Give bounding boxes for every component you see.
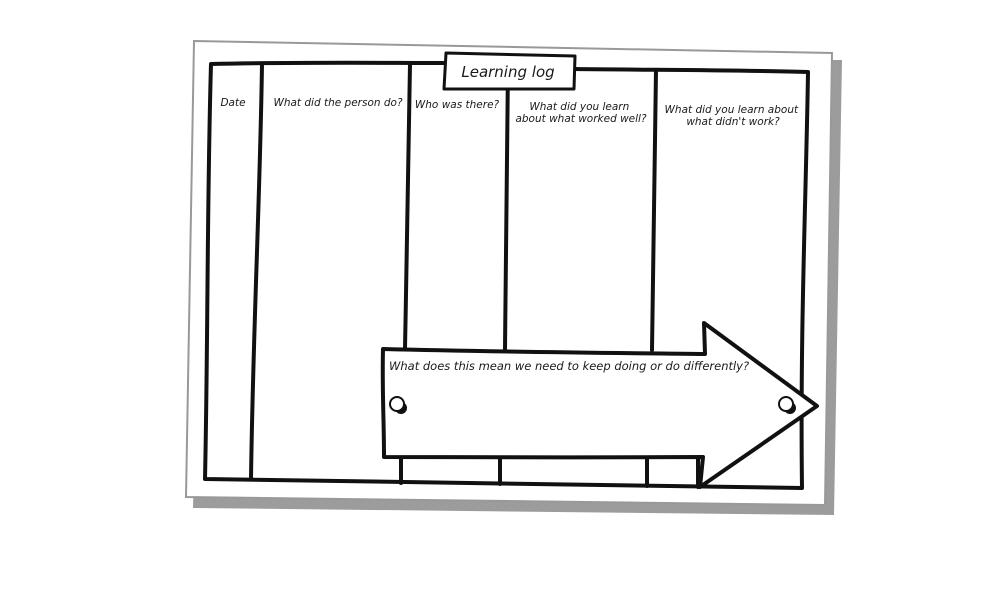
- column-divider-1: [249, 62, 264, 481]
- column-divider-2: [403, 62, 412, 350]
- title-box: [442, 51, 577, 91]
- column-header-didnt: What did you learn about what didn't wor…: [665, 104, 802, 128]
- column-header-date: Date: [220, 97, 245, 109]
- column-header-person: What did the person do?: [273, 97, 402, 109]
- column-divider-4: [650, 68, 658, 352]
- table-frame: [203, 60, 810, 490]
- action-arrow: [380, 321, 819, 489]
- arrow-question: What does this mean we need to keep doin…: [389, 359, 749, 373]
- column-header-who: Who was there?: [415, 99, 500, 111]
- page-title: Learning log: [461, 63, 554, 81]
- pin-left-icon: [389, 396, 407, 414]
- column-header-worked: What did you learn about what worked wel…: [515, 101, 647, 125]
- column-divider-3: [503, 62, 510, 351]
- pin-right-icon: [778, 396, 796, 414]
